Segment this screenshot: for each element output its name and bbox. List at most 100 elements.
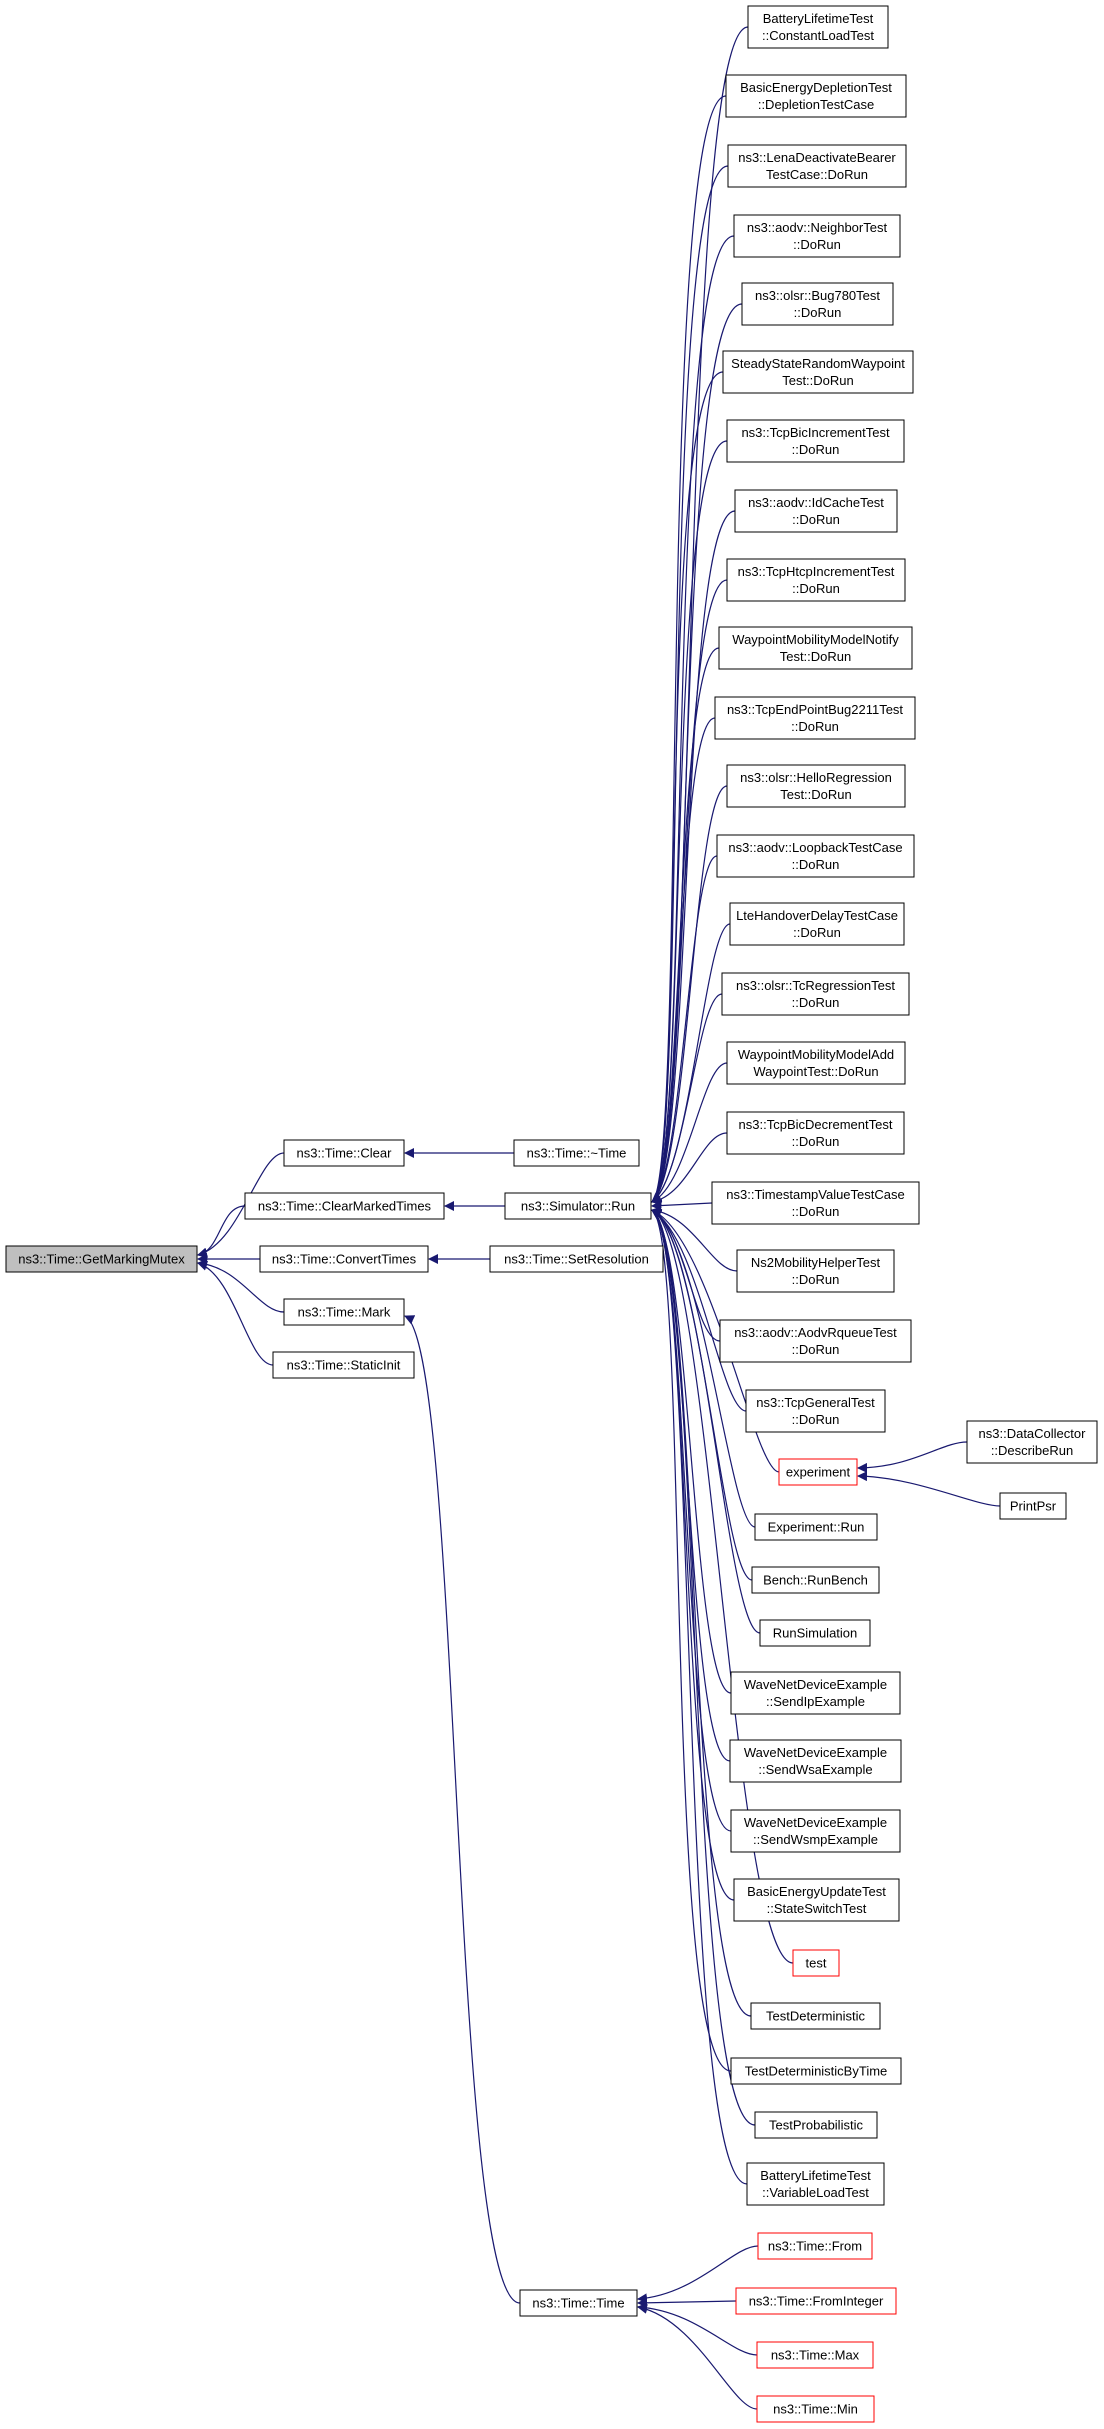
node-mark[interactable]: ns3::Time::Mark: [283, 1298, 405, 1326]
node-box[interactable]: [259, 1245, 429, 1273]
node-box[interactable]: [711, 1181, 920, 1225]
node-box[interactable]: [721, 972, 910, 1016]
node-box: [5, 1245, 198, 1273]
node-c24[interactable]: Bench::RunBench: [751, 1566, 880, 1594]
node-c13[interactable]: ns3::aodv::LoopbackTestCase::DoRun: [716, 834, 915, 878]
node-box[interactable]: [730, 1671, 901, 1715]
node-box[interactable]: [283, 1139, 405, 1167]
node-box[interactable]: [489, 1245, 664, 1273]
node-c32[interactable]: TestDeterministicByTime: [730, 2057, 902, 2085]
node-c9[interactable]: ns3::TcpHtcpIncrementTest::DoRun: [726, 558, 906, 602]
node-box[interactable]: [726, 558, 906, 602]
node-c19[interactable]: Ns2MobilityHelperTest::DoRun: [736, 1249, 895, 1293]
node-box[interactable]: [747, 5, 889, 49]
node-c18[interactable]: ns3::TimestampValueTestCase::DoRun: [711, 1181, 920, 1225]
node-c30[interactable]: test: [792, 1949, 840, 1977]
node-clearmarkedtimes[interactable]: ns3::Time::ClearMarkedTimes: [244, 1192, 445, 1220]
node-simrun[interactable]: ns3::Simulator::Run: [504, 1192, 652, 1220]
node-box[interactable]: [750, 2002, 881, 2030]
node-box[interactable]: [726, 1111, 905, 1155]
node-c21[interactable]: ns3::TcpGeneralTest::DoRun: [745, 1389, 886, 1433]
node-box[interactable]: [733, 1878, 900, 1922]
node-box[interactable]: [756, 2395, 875, 2423]
node-box[interactable]: [730, 1809, 901, 1853]
node-box[interactable]: [759, 1619, 871, 1647]
node-box[interactable]: [735, 2287, 897, 2315]
node-c28[interactable]: WaveNetDeviceExample::SendWsmpExample: [730, 1809, 901, 1853]
node-box[interactable]: [726, 419, 905, 463]
node-box[interactable]: [504, 1192, 652, 1220]
node-box[interactable]: [745, 1389, 886, 1433]
node-from[interactable]: ns3::Time::From: [757, 2232, 873, 2260]
node-c26[interactable]: WaveNetDeviceExample::SendIpExample: [730, 1671, 901, 1715]
node-c27[interactable]: WaveNetDeviceExample::SendWsaExample: [729, 1739, 902, 1783]
node-box[interactable]: [283, 1298, 405, 1326]
node-box[interactable]: [729, 902, 905, 946]
node-box[interactable]: [725, 74, 907, 118]
node-label: ns3::LenaDeactivateBearer: [738, 150, 896, 165]
node-staticinit[interactable]: ns3::Time::StaticInit: [272, 1351, 415, 1379]
node-c5[interactable]: ns3::olsr::Bug780Test::DoRun: [741, 282, 894, 326]
node-c16[interactable]: WaypointMobilityModelAddWaypointTest::Do…: [726, 1041, 906, 1085]
node-c23[interactable]: Experiment::Run: [754, 1513, 878, 1541]
node-c15[interactable]: ns3::olsr::TcRegressionTest::DoRun: [721, 972, 910, 1016]
node-c2[interactable]: BasicEnergyDepletionTest::DepletionTestC…: [725, 74, 907, 118]
node-box[interactable]: [726, 764, 906, 808]
node-c34[interactable]: BatteryLifetimeTest::VariableLoadTest: [746, 2162, 885, 2206]
node-box[interactable]: [756, 2341, 874, 2369]
node-box[interactable]: [722, 350, 914, 394]
node-c8[interactable]: ns3::aodv::IdCacheTest::DoRun: [734, 489, 898, 533]
node-box[interactable]: [729, 1739, 902, 1783]
node-time[interactable]: ns3::Time::Time: [519, 2289, 638, 2317]
node-max[interactable]: ns3::Time::Max: [756, 2341, 874, 2369]
node-box[interactable]: [513, 1139, 640, 1167]
node-box[interactable]: [734, 489, 898, 533]
node-box[interactable]: [778, 1458, 858, 1486]
node-setresolution[interactable]: ns3::Time::SetResolution: [489, 1245, 664, 1273]
node-c1[interactable]: BatteryLifetimeTest::ConstantLoadTest: [747, 5, 889, 49]
node-c31[interactable]: TestDeterministic: [750, 2002, 881, 2030]
node-box[interactable]: [736, 1249, 895, 1293]
node-clear[interactable]: ns3::Time::Clear: [283, 1139, 405, 1167]
node-box[interactable]: [719, 1319, 912, 1363]
node-box[interactable]: [272, 1351, 415, 1379]
node-box[interactable]: [792, 1949, 840, 1977]
node-box[interactable]: [757, 2232, 873, 2260]
node-c22[interactable]: experiment: [778, 1458, 858, 1486]
node-c25[interactable]: RunSimulation: [759, 1619, 871, 1647]
node-min[interactable]: ns3::Time::Min: [756, 2395, 875, 2423]
node-box[interactable]: [754, 2111, 878, 2139]
node-box[interactable]: [727, 144, 907, 188]
node-box[interactable]: [966, 1420, 1098, 1464]
node-dtor[interactable]: ns3::Time::~Time: [513, 1139, 640, 1167]
node-box[interactable]: [244, 1192, 445, 1220]
node-box[interactable]: [999, 1492, 1067, 1520]
node-c11[interactable]: ns3::TcpEndPointBug2211Test::DoRun: [714, 696, 916, 740]
node-printpsr[interactable]: PrintPsr: [999, 1492, 1067, 1520]
node-box[interactable]: [714, 696, 916, 740]
node-box[interactable]: [751, 1566, 880, 1594]
node-converttimes[interactable]: ns3::Time::ConvertTimes: [259, 1245, 429, 1273]
node-box[interactable]: [519, 2289, 638, 2317]
node-c4[interactable]: ns3::aodv::NeighborTest::DoRun: [733, 214, 901, 258]
node-c33[interactable]: TestProbabilistic: [754, 2111, 878, 2139]
node-box[interactable]: [716, 834, 915, 878]
node-box[interactable]: [741, 282, 894, 326]
node-frominteger[interactable]: ns3::Time::FromInteger: [735, 2287, 897, 2315]
node-c17[interactable]: ns3::TcpBicDecrementTest::DoRun: [726, 1111, 905, 1155]
node-c20[interactable]: ns3::aodv::AodvRqueueTest::DoRun: [719, 1319, 912, 1363]
node-box[interactable]: [726, 1041, 906, 1085]
node-c7[interactable]: ns3::TcpBicIncrementTest::DoRun: [726, 419, 905, 463]
node-box[interactable]: [754, 1513, 878, 1541]
node-box[interactable]: [730, 2057, 902, 2085]
node-box[interactable]: [718, 626, 913, 670]
node-c29[interactable]: BasicEnergyUpdateTest::StateSwitchTest: [733, 1878, 900, 1922]
node-datacollector[interactable]: ns3::DataCollector::DescribeRun: [966, 1420, 1098, 1464]
node-box[interactable]: [733, 214, 901, 258]
node-box[interactable]: [746, 2162, 885, 2206]
node-c14[interactable]: LteHandoverDelayTestCase::DoRun: [729, 902, 905, 946]
